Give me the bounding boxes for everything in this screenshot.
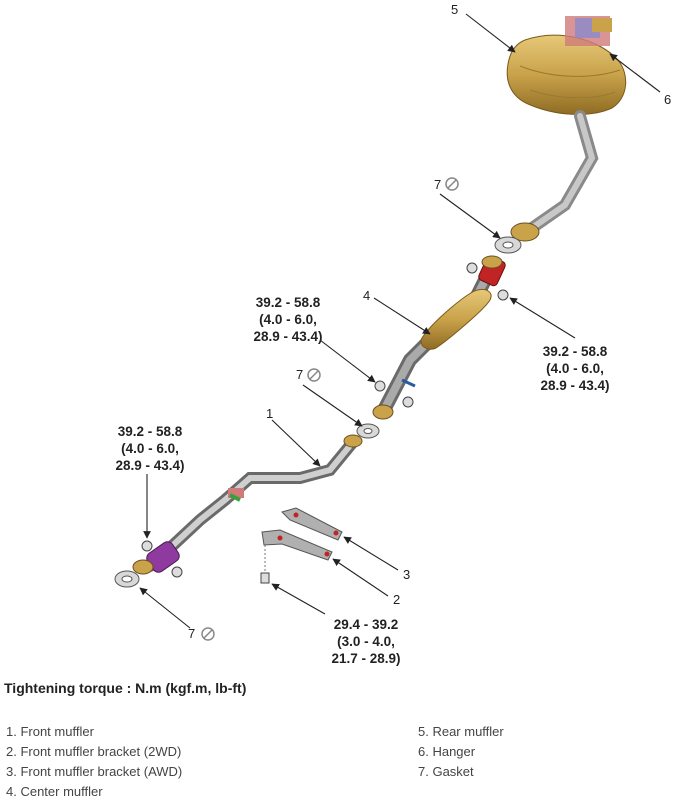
legend-item: 5. Rear muffler <box>418 724 504 739</box>
callout-5: 5 <box>451 2 459 17</box>
gasket-middle <box>356 423 380 439</box>
gasket-lower <box>114 570 140 588</box>
leader-torque-center-front <box>319 339 376 383</box>
leader-1 <box>271 419 321 467</box>
callout-3: 3 <box>403 567 411 582</box>
center-muffler <box>372 255 506 420</box>
legend-item: 3. Front muffler bracket (AWD) <box>6 764 183 779</box>
front-muffler <box>132 434 363 575</box>
leader-7-top <box>439 193 501 239</box>
leader-7-middle <box>302 384 363 427</box>
leader-3 <box>343 536 399 571</box>
legend-item: 1. Front muffler <box>6 724 94 739</box>
callout-7-middle: 7 <box>296 367 304 382</box>
nut-center-front <box>374 380 386 392</box>
nut-front-left <box>141 540 153 552</box>
leader-torque-bracket <box>271 583 326 615</box>
legend-item: 2. Front muffler bracket (2WD) <box>6 744 182 759</box>
parts-legend-right: 5. Rear muffler 6. Hanger 7. Gasket <box>418 722 504 782</box>
tightening-torque-heading: Tightening torque : N.m (kgf.m, lb-ft) <box>4 680 247 696</box>
leader-lines <box>139 13 661 629</box>
torque-center-muffler-front: 39.2 - 58.8 (4.0 - 6.0, 28.9 - 43.4) <box>253 295 323 344</box>
nut-center-rear <box>402 396 414 408</box>
parts-legend-left: 1. Front muffler 2. Front muffler bracke… <box>6 722 182 802</box>
torque-bracket-bolt: 29.4 - 39.2 (3.0 - 4.0, 21.7 - 28.9) <box>331 617 401 666</box>
leader-5 <box>465 13 516 53</box>
rear-pipe-flange <box>510 222 540 242</box>
front-muffler-bracket-awd <box>281 507 343 541</box>
callout-6: 6 <box>664 92 672 107</box>
nut-upper-right <box>497 289 509 301</box>
leader-torque-center-rear <box>509 297 576 339</box>
callout-7-top: 7 <box>434 177 442 192</box>
leader-6 <box>609 53 661 93</box>
gasket-upper <box>494 236 522 254</box>
no-reuse-symbol-bottom <box>201 627 215 641</box>
bracket-bolt <box>260 545 270 584</box>
exhaust-system-diagram <box>114 13 661 641</box>
torque-front-muffler-front: 39.2 - 58.8 (4.0 - 6.0, 28.9 - 43.4) <box>115 424 185 473</box>
callout-1: 1 <box>266 406 274 421</box>
legend-item: 4. Center muffler <box>6 784 103 799</box>
leader-7-bottom <box>139 587 191 629</box>
no-reuse-symbol-middle <box>307 368 321 382</box>
callout-2: 2 <box>393 592 401 607</box>
torque-center-muffler-rear: 39.2 - 58.8 (4.0 - 6.0, 28.9 - 43.4) <box>540 344 610 393</box>
leader-2 <box>332 558 389 597</box>
legend-item: 6. Hanger <box>418 744 476 759</box>
front-muffler-bracket-2wd <box>261 529 333 561</box>
nut-upper-left <box>466 262 478 274</box>
no-reuse-symbol-top <box>445 177 459 191</box>
legend-item: 7. Gasket <box>418 764 474 779</box>
leader-4 <box>373 297 431 335</box>
callout-4: 4 <box>363 288 371 303</box>
callout-7-bottom: 7 <box>188 626 196 641</box>
nut-front-right <box>171 566 183 578</box>
rear-muffler <box>506 16 627 115</box>
